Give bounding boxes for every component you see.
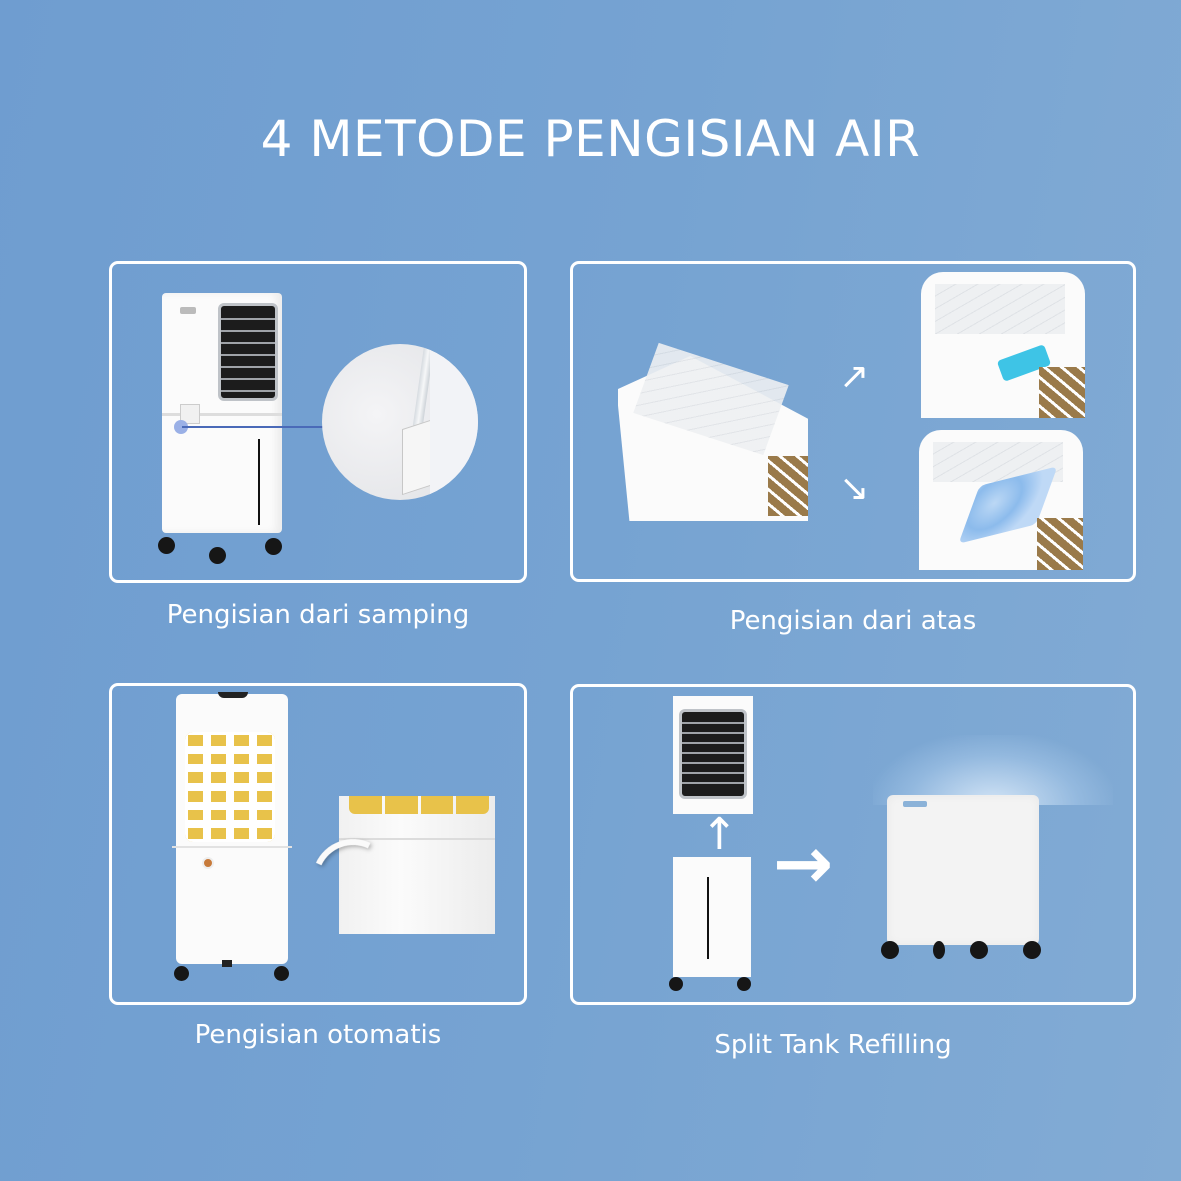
panel-auto-filling — [109, 683, 527, 1005]
tank-with-ice-cubes — [919, 430, 1083, 570]
caption-top: Pengisian dari atas — [729, 606, 977, 636]
air-cooler-back-view — [172, 692, 297, 981]
callout-line — [182, 426, 338, 428]
tank-with-ice-pack — [921, 272, 1085, 418]
arrow-right-down-icon: ↘ — [839, 468, 870, 509]
water-tank-splash — [873, 735, 1113, 975]
panel-split-tank: ↑ → — [570, 684, 1136, 1005]
panel-top-filling: ↗ ↘ — [570, 261, 1136, 582]
panel-side-filling — [109, 261, 527, 583]
cooler-top-unit — [673, 696, 753, 814]
open-top-tank — [618, 336, 808, 521]
cooler-base-tank — [669, 857, 755, 993]
callout-dot — [174, 420, 188, 434]
arrow-up-icon: ↑ — [701, 809, 738, 860]
arrow-right-icon: → — [773, 821, 834, 905]
water-inlet-hose-closeup — [300, 796, 507, 936]
arrow-right-up-icon: ↗ — [839, 356, 870, 397]
air-cooler-product — [158, 289, 287, 564]
caption-split: Split Tank Refilling — [714, 1030, 952, 1060]
caption-side: Pengisian dari samping — [166, 600, 470, 630]
caption-auto: Pengisian otomatis — [194, 1020, 442, 1050]
water-splash — [873, 735, 1113, 805]
side-fill-zoom-callout — [322, 344, 478, 500]
page-title: 4 METODE PENGISIAN AIR — [260, 110, 921, 168]
